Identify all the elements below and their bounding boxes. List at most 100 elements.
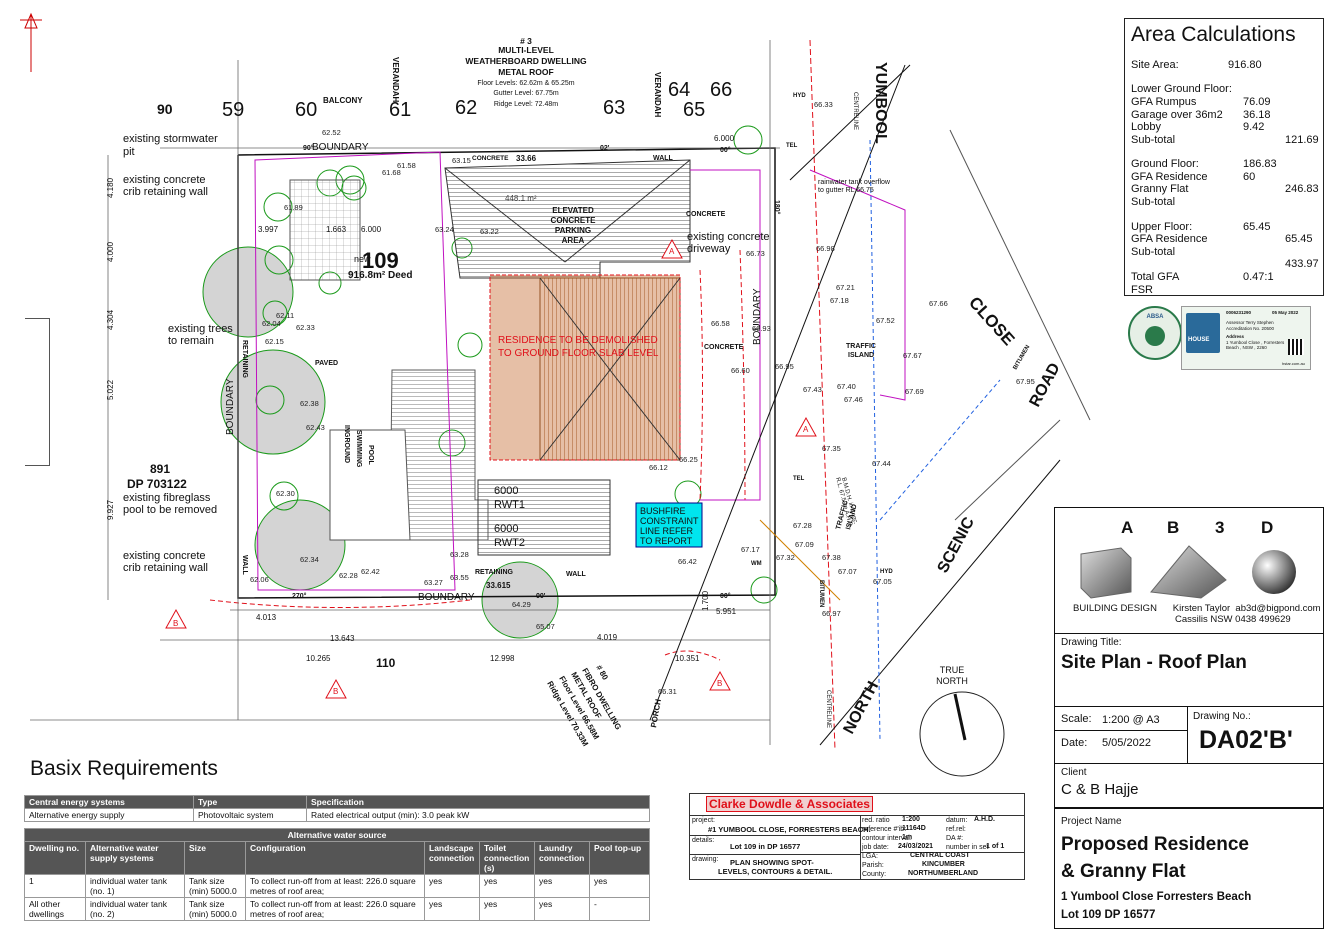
note-trees: existing trees to remain [168, 323, 233, 347]
ground-subtotal-value: 246.83 [1285, 183, 1319, 195]
svg-text:63.15: 63.15 [452, 156, 471, 165]
svg-text:A: A [803, 425, 809, 434]
svg-text:62.52: 62.52 [322, 128, 341, 137]
svg-text:62.33: 62.33 [296, 323, 315, 332]
drawing-no: DA02'B' [1199, 726, 1293, 754]
water-cell: All other dwellings [24, 897, 86, 921]
svg-text:WEATHERBOARD DWELLING: WEATHERBOARD DWELLING [465, 56, 587, 66]
paved-label: PAVED [315, 360, 338, 367]
water-header: Landscape connection [424, 841, 480, 875]
lga-label: LGA: [862, 853, 878, 860]
svg-text:4.180: 4.180 [106, 177, 115, 198]
granny-flat-label: Granny Flat [1131, 183, 1189, 195]
water-header: Configuration [245, 841, 425, 875]
fibro-note: # 80 FIBRO DWELLING METAL ROOF Floor Lev… [545, 664, 623, 749]
svg-text:ELEVATED: ELEVATED [552, 206, 594, 215]
basix-water-table: Alternative water source Dwelling no. Al… [24, 828, 650, 921]
lot-60: 60 [295, 99, 317, 121]
site-area-label: Site Area: [1131, 59, 1179, 71]
client-label: Client [1061, 767, 1087, 778]
svg-text:67.52: 67.52 [876, 316, 895, 325]
svg-text:4.304: 4.304 [106, 309, 115, 330]
ref-label: reference #'ib: [862, 826, 907, 833]
svg-text:12.998: 12.998 [490, 654, 515, 663]
boundary-left: BOUNDARY [225, 378, 236, 435]
details-label: details: [692, 837, 715, 844]
surveyor-firm: Clarke Dowdle & Associates [706, 796, 873, 812]
total-subtotal-value: 433.97 [1285, 258, 1319, 270]
svg-text:crib retaining wall: crib retaining wall [123, 186, 208, 198]
road-close: CLOSE [965, 293, 1018, 349]
surveyor-details: Lot 109 in DP 16577 [730, 842, 801, 851]
dp-703122: DP 703122 [127, 477, 187, 491]
ground-floor-value: 186.83 [1243, 158, 1277, 170]
svg-text:62.11: 62.11 [276, 311, 294, 320]
ground-subtotal-label: Sub-total [1131, 196, 1176, 208]
svg-text:67.40: 67.40 [837, 382, 856, 391]
svg-text:CONCRETE: CONCRETE [551, 216, 597, 225]
svg-text:1.700: 1.700 [701, 590, 710, 611]
svg-text:66.42: 66.42 [678, 557, 697, 566]
tree-line-markings [209, 249, 746, 661]
lobby-value: 9.42 [1243, 121, 1265, 133]
svg-text:67.07: 67.07 [838, 567, 857, 576]
svg-text:66.93: 66.93 [752, 324, 771, 333]
svg-text:CONSTRAINT: CONSTRAINT [640, 516, 699, 526]
lot-65: 65 [683, 99, 705, 121]
upper-floor-value: 65.45 [1243, 221, 1271, 233]
wall-label-1: WALL [241, 555, 248, 576]
scale-label: Scale: [1061, 713, 1092, 725]
svg-text:67.18: 67.18 [830, 296, 849, 305]
svg-text:B: B [173, 619, 178, 628]
surveyor-job: 24/03/2021 [898, 843, 934, 850]
water-cell: individual water tank (no. 1) [85, 874, 185, 898]
total-gfa-label: Total GFA [1131, 271, 1180, 283]
dimension-labels: 4.180 4.000 4.304 5.022 9.927 3.997 1.66… [106, 134, 737, 663]
svg-text:62.28: 62.28 [339, 571, 358, 580]
water-header: Alternative water supply systems [85, 841, 185, 875]
svg-text:62.38: 62.38 [300, 399, 319, 408]
svg-text:67.43: 67.43 [803, 385, 822, 394]
svg-text:4.013: 4.013 [256, 613, 277, 622]
svg-text:63.28: 63.28 [450, 550, 469, 559]
note-fibreglass: existing fibreglass pool to be removed [123, 492, 217, 516]
gfa-rumpus-value: 76.09 [1243, 96, 1271, 108]
project-name-1: Proposed Residence [1061, 834, 1249, 855]
water-cell: To collect run-off from at least: 226.0 … [245, 874, 425, 898]
svg-text:10.351: 10.351 [675, 654, 700, 663]
contour-label: contour interval: [862, 835, 912, 842]
svg-text:3.997: 3.997 [258, 225, 279, 234]
bitumen-2: BITUMEN [818, 580, 824, 607]
water-cell: Tank size (min) 5000.0 [184, 874, 246, 898]
surveyor-county: NORTHUMBERLAND [908, 870, 978, 877]
water-cell: yes [534, 897, 590, 921]
svg-text:90°: 90° [303, 144, 314, 152]
svg-text:67.66: 67.66 [929, 299, 948, 308]
traffic-island-1: TRAFFIC ISLAND [846, 343, 876, 359]
energy-header-system: Central energy systems [24, 795, 194, 809]
lot-891: 891 [150, 462, 170, 476]
neighbour-3-title: # 3 MULTI-LEVEL WEATHERBOARD DWELLING ME… [465, 36, 587, 77]
upper-floor-label: Upper Floor: [1131, 221, 1193, 233]
svg-text:RWT2: RWT2 [494, 537, 525, 549]
project-address: 1 Yumbool Close Forresters Beach [1061, 891, 1252, 903]
rwt1-label: 6000 RWT1 [494, 485, 525, 511]
svg-text:SWIMMING: SWIMMING [355, 430, 362, 468]
surveyor-block: Clarke Dowdle & Associates project: #1 Y… [689, 793, 1025, 880]
lower-floor-label: Lower Ground Floor: [1131, 83, 1232, 95]
ground-gfa-res-label: GFA Residence [1131, 171, 1208, 183]
tel-2: TEL [793, 476, 805, 482]
drawing-title: Site Plan - Roof Plan [1061, 652, 1247, 673]
svg-text:pool to be removed: pool to be removed [123, 504, 217, 516]
verandah-label-1: VERANDAH [391, 57, 400, 103]
north-arrow-icon [20, 12, 42, 72]
svg-text:# 3: # 3 [520, 36, 532, 46]
svg-text:66.12: 66.12 [649, 463, 668, 472]
sheet-label: number in set [946, 844, 989, 851]
svg-text:62.34: 62.34 [300, 555, 319, 564]
svg-text:RESIDENCE TO BE DEMOLISHED: RESIDENCE TO BE DEMOLISHED [498, 335, 658, 346]
water-cell: 1 [24, 874, 86, 898]
project-lot: Lot 109 DP 16577 [1061, 909, 1156, 921]
job-label: job date: [862, 844, 889, 851]
table-row: All other dwellings individual water tan… [24, 897, 650, 921]
